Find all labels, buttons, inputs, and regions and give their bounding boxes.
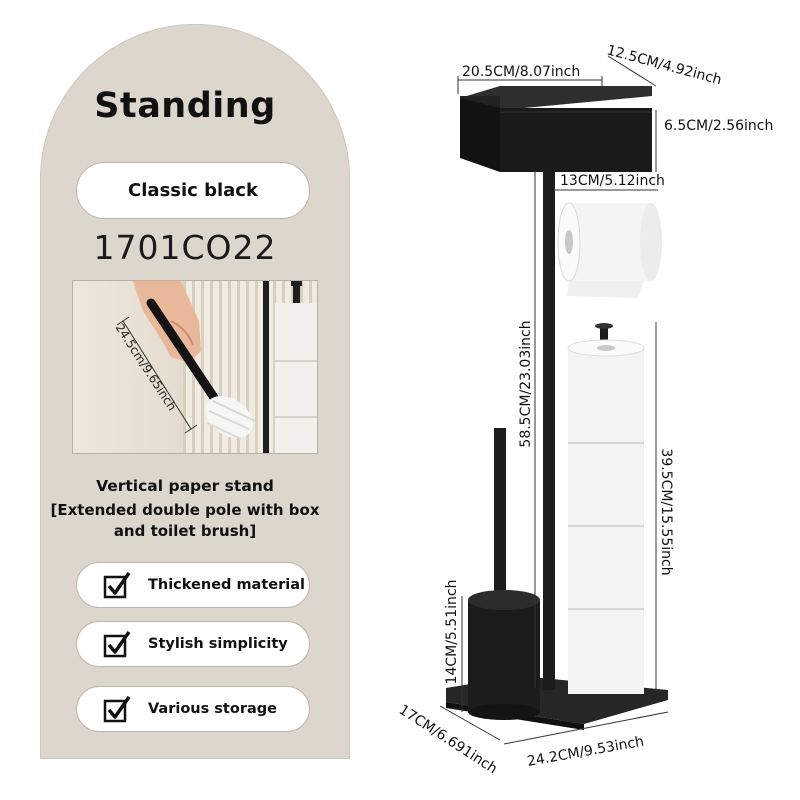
pole-height-dimension: 58.5CM/23.03inch (518, 320, 534, 447)
description-heading: Vertical paper stand (96, 477, 274, 495)
feature-pill-thickened: Thickened material (76, 562, 310, 608)
checkbox-check-icon (103, 630, 131, 658)
brush-holder (468, 600, 540, 712)
brush-photo-illustration: 24.5cm/9.65inch (112, 281, 317, 453)
brush-holder-height-dimension: 14CM/5.51inch (444, 580, 460, 685)
feature-label: Stylish simplicity (148, 636, 288, 652)
brush-photo: 24.5cm/9.65inch (72, 280, 318, 454)
color-variant-label: Classic black (128, 180, 258, 201)
dimension-lines (439, 55, 669, 745)
arm-length-dimension: 13CM/5.12inch (560, 173, 665, 189)
box-height-dimension: 6.5CM/2.56inch (664, 118, 773, 134)
description-detail-line1: [Extended double pole with box (50, 501, 320, 519)
feature-label: Thickened material (148, 577, 305, 593)
box-width-dimension: 20.5CM/8.07inch (462, 64, 580, 80)
storage-box-lid (460, 86, 652, 110)
paper-roll-upper (569, 203, 651, 281)
storage-box (500, 108, 652, 172)
color-variant-pill: Classic black (76, 162, 310, 219)
reserve-height-dimension: 39.5CM/15.55inch (658, 448, 674, 575)
feature-label: Various storage (148, 701, 277, 717)
feature-pill-stylish: Stylish simplicity (76, 621, 310, 667)
paper-roll-stack (568, 346, 644, 694)
brush-handle (494, 428, 506, 610)
description-detail-line2: and toilet brush] (113, 522, 257, 540)
model-code: 1701CO22 (93, 228, 277, 267)
main-pole (543, 168, 555, 690)
feature-pill-storage: Various storage (76, 686, 310, 732)
checkbox-check-icon (103, 695, 131, 723)
product-title: Standing (94, 86, 276, 126)
base-width-dimension: 24.2CM/9.53inch (526, 734, 645, 770)
description-detail: [Extended double pole with box and toile… (40, 500, 330, 542)
checkbox-check-icon (103, 571, 131, 599)
